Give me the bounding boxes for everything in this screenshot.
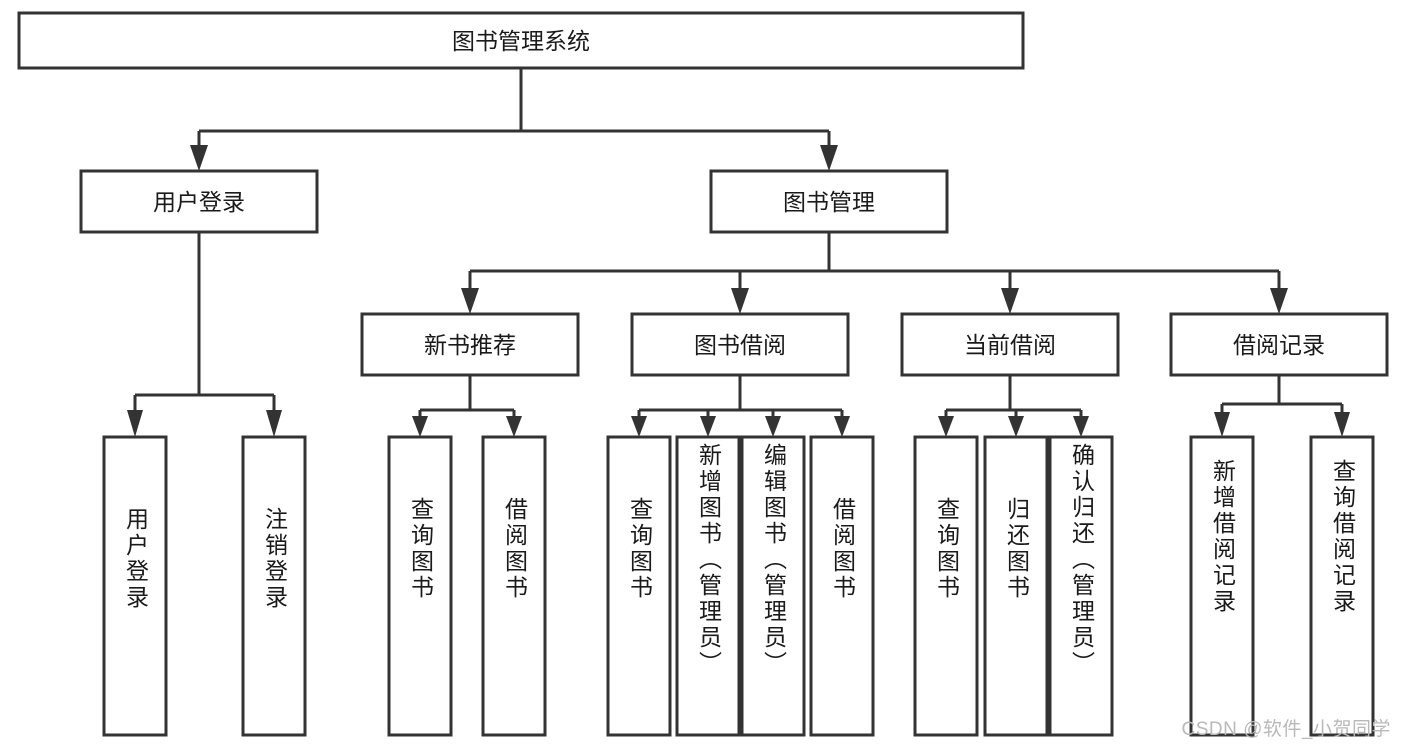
node-user-login[interactable]: 用户登录 (79, 169, 319, 234)
arrow-head-icon (820, 145, 838, 171)
arrow-head-icon (506, 416, 522, 437)
node-book-borrow-label: 图书借阅 (694, 332, 786, 358)
arrow-head-icon (412, 416, 428, 437)
arrow-head-icon (1001, 288, 1019, 314)
node-book-borrow-box[interactable] (630, 312, 850, 377)
arrow-head-icon (1334, 412, 1350, 437)
leaf-box-query-book-borrow[interactable] (606, 435, 672, 737)
leaf-box-confirm-return-admin[interactable] (1048, 435, 1114, 737)
arrow-head-icon (1270, 288, 1288, 314)
arrow-head-icon (765, 416, 781, 437)
arrow-head-icon (1214, 412, 1230, 437)
arrow-head-icon (461, 288, 479, 314)
arrow-head-icon (834, 416, 850, 437)
arrow-head-icon (1008, 416, 1024, 437)
node-current-borrow[interactable]: 当前借阅 (900, 312, 1120, 377)
node-user-login-label: 用户登录 (153, 189, 245, 215)
leaf-box-add-book-admin[interactable] (675, 435, 741, 737)
node-new-book-recommend[interactable]: 新书推荐 (360, 312, 580, 377)
connector-root-to-level2 (190, 68, 838, 171)
leaf-box-query-book-current[interactable] (913, 435, 979, 737)
node-root-box[interactable] (17, 11, 1025, 70)
node-new-book-recommend-box[interactable] (360, 312, 580, 377)
node-user-login-box[interactable] (79, 169, 319, 234)
node-new-book-recommend-label: 新书推荐 (424, 332, 516, 358)
node-borrow-record-box[interactable] (1169, 312, 1389, 377)
connector-user-login-to-leaves (127, 232, 282, 437)
leaf-box-add-borrow-record[interactable] (1189, 435, 1255, 737)
connector-book-mgmt-to-level3 (461, 232, 1288, 314)
node-root[interactable]: 图书管理系统 (17, 11, 1025, 70)
node-current-borrow-box[interactable] (900, 312, 1120, 377)
arrow-head-icon (938, 416, 954, 437)
arrow-head-icon (631, 416, 647, 437)
node-book-borrow[interactable]: 图书借阅 (630, 312, 850, 377)
arrow-head-icon (266, 410, 282, 437)
leaf-box-query-borrow-record[interactable] (1309, 435, 1375, 737)
node-book-management-label: 图书管理 (783, 189, 875, 215)
arrow-head-icon (731, 288, 749, 314)
connector-new-book-to-leaves (412, 375, 522, 437)
connector-borrow-record-to-leaves (1214, 375, 1350, 437)
node-book-management-box[interactable] (709, 169, 949, 234)
connector-current-borrow-to-leaves (938, 375, 1089, 437)
node-current-borrow-label: 当前借阅 (964, 332, 1056, 358)
node-borrow-record-label: 借阅记录 (1233, 332, 1325, 358)
leaf-box-query-book-recommend[interactable] (387, 435, 453, 737)
node-book-management[interactable]: 图书管理 (709, 169, 949, 234)
leaf-box-return-book[interactable] (983, 435, 1049, 737)
arrow-head-icon (1073, 416, 1089, 437)
leaf-box-logout[interactable] (241, 435, 307, 737)
node-borrow-record[interactable]: 借阅记录 (1169, 312, 1389, 377)
connector-book-borrow-to-leaves (631, 375, 850, 437)
leaf-box-user-login[interactable] (102, 435, 168, 737)
node-root-label: 图书管理系统 (452, 28, 590, 54)
leaf-box-edit-book-admin[interactable] (740, 435, 806, 737)
arrow-head-icon (700, 416, 716, 437)
arrow-head-icon (190, 145, 208, 171)
leaf-box-borrow-book-recommend[interactable] (481, 435, 547, 737)
leaf-box-borrow-book[interactable] (809, 435, 875, 737)
arrow-head-icon (127, 410, 143, 437)
